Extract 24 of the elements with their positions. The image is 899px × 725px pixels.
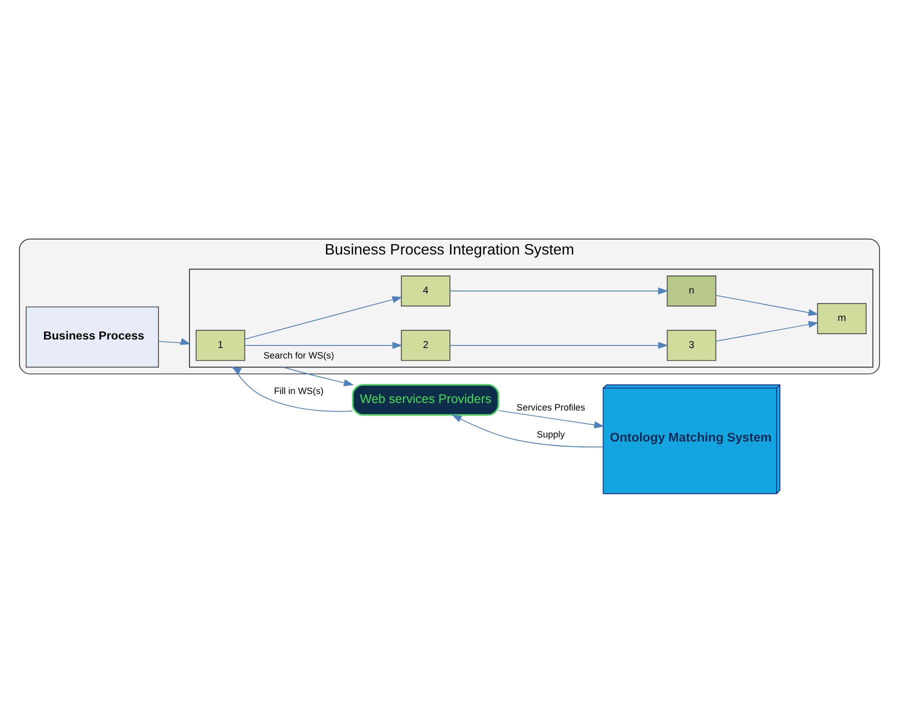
node-box: 4 bbox=[400, 274, 450, 306]
arrow bbox=[231, 366, 353, 412]
node-box: 1 bbox=[196, 329, 246, 360]
cluster bbox=[189, 268, 874, 368]
node-box: Web services Providers bbox=[352, 383, 500, 416]
edge-label: Search for WS(s) bbox=[263, 350, 334, 360]
arrow bbox=[158, 338, 191, 344]
node-box: m bbox=[817, 302, 867, 334]
arrow bbox=[452, 414, 604, 447]
arrow bbox=[450, 341, 668, 348]
arrow bbox=[498, 410, 604, 428]
arrow bbox=[282, 366, 354, 386]
edge-label: Services Profiles bbox=[516, 402, 586, 412]
node-box: 2 bbox=[400, 329, 450, 360]
arrow bbox=[716, 320, 819, 342]
node-box: Business Process bbox=[26, 306, 159, 368]
arrow bbox=[716, 294, 819, 316]
arrow bbox=[244, 341, 402, 348]
edge-label: Fill in WS(s) bbox=[274, 385, 324, 396]
arrow bbox=[244, 296, 402, 339]
arrow bbox=[450, 286, 668, 294]
node-box: 3 bbox=[666, 329, 716, 360]
edge-label: Supply bbox=[536, 428, 565, 439]
node-box: n bbox=[666, 274, 716, 306]
